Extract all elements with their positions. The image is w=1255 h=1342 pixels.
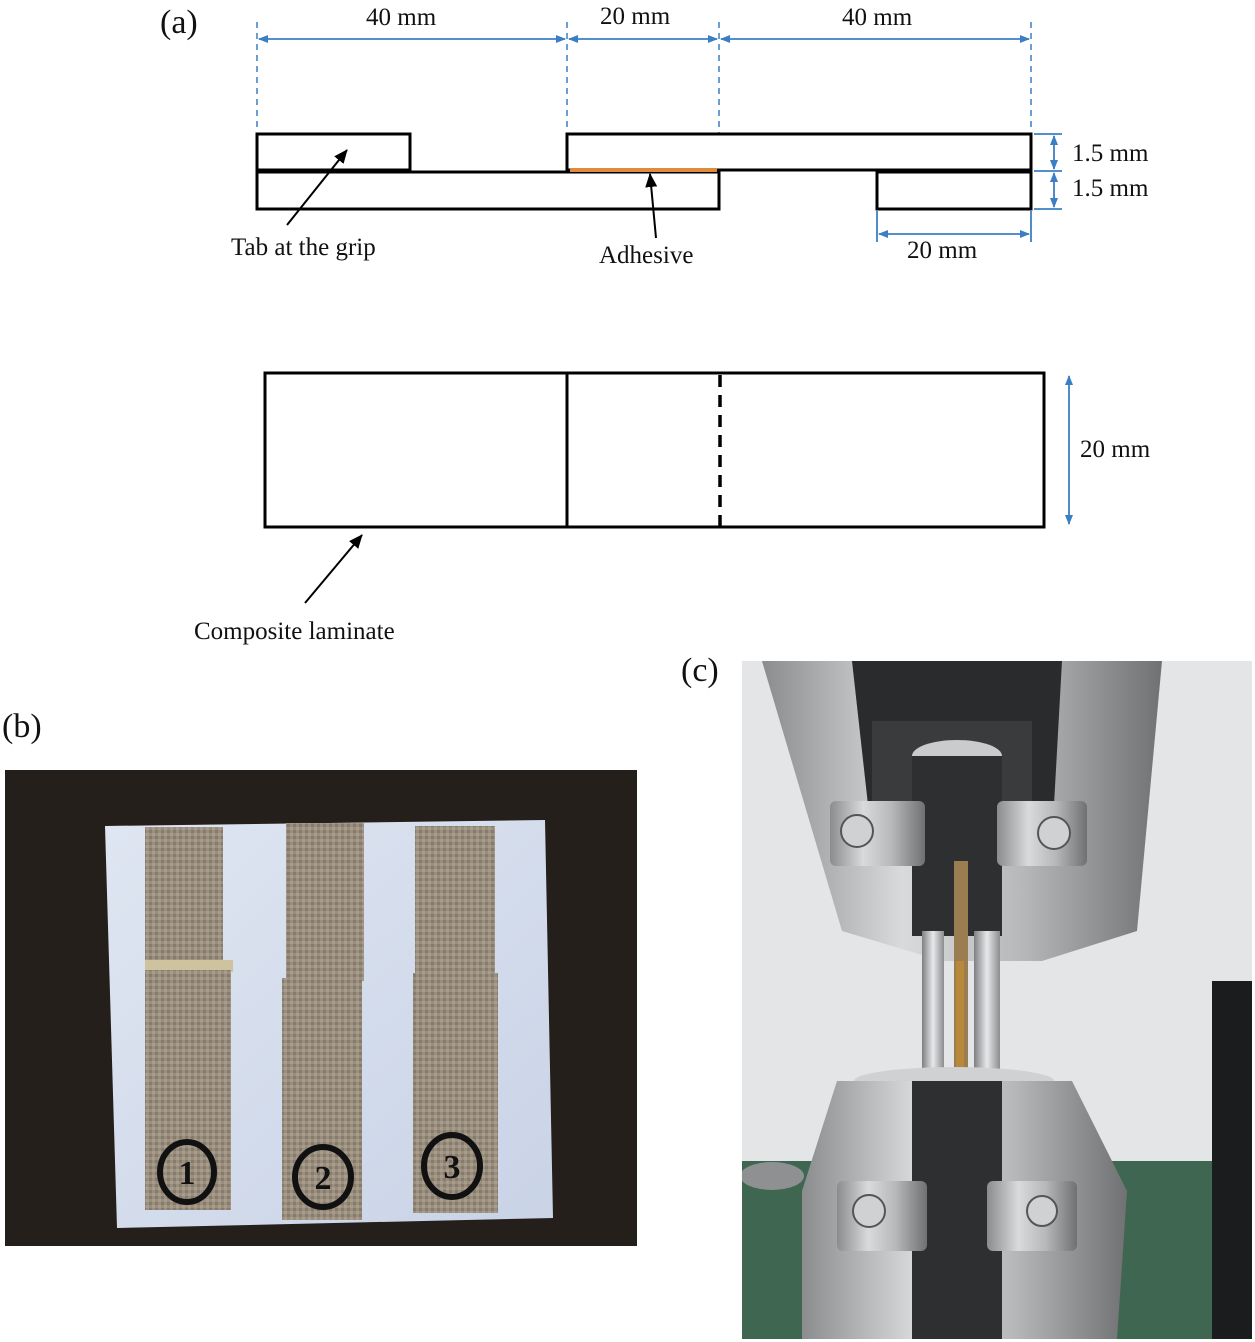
specimen-3-number: 3 <box>444 1149 461 1186</box>
panel-a-diagram <box>255 22 1073 604</box>
guide-rod-right <box>974 931 1000 1081</box>
top-view <box>263 371 1046 529</box>
upper-bolt-right <box>1037 816 1071 850</box>
specimen-2 <box>282 823 364 1220</box>
tab-pointer-arrow <box>286 149 348 226</box>
specimen-2-mark <box>292 1144 354 1210</box>
laminate-label: Composite laminate <box>194 618 395 645</box>
panel-b-label: (b) <box>2 708 42 745</box>
specimen-1-mark <box>157 1139 217 1205</box>
adherend-lower <box>255 170 721 211</box>
adhesive-pointer-arrow <box>645 173 658 239</box>
specimen-1 <box>145 827 233 1210</box>
thickness-bottom-label: 1.5 mm <box>1072 175 1149 202</box>
width-label: 20 mm <box>1080 436 1151 463</box>
lower-bolt-right <box>1026 1195 1058 1227</box>
tab-right <box>875 170 1033 211</box>
tab-length-label: 20 mm <box>907 237 978 264</box>
adhesive-label: Adhesive <box>599 242 694 269</box>
panel-a-label: (a) <box>160 4 198 41</box>
panel-c-photo <box>742 661 1252 1339</box>
side-view <box>255 132 1033 211</box>
thickness-top-label: 1.5 mm <box>1072 140 1149 167</box>
thickness-arrows <box>1034 133 1062 210</box>
tab-left <box>255 132 412 172</box>
laminate-pointer-arrow <box>304 534 363 604</box>
specimen-2-number: 2 <box>315 1160 332 1197</box>
adherend-upper <box>565 132 1033 172</box>
lower-bolt-left <box>852 1194 886 1228</box>
panel-b-photo: 1 2 3 <box>5 770 637 1246</box>
panel-c-label: (c) <box>681 652 719 689</box>
guide-rod-left <box>922 931 944 1081</box>
specimen-3-mark <box>421 1132 483 1200</box>
tab-length-arrow <box>876 211 1032 242</box>
dim-mid-label: 20 mm <box>600 3 671 30</box>
specimen-1-number: 1 <box>179 1155 196 1192</box>
dim-right-label: 40 mm <box>842 4 913 31</box>
dim-left-label: 40 mm <box>366 4 437 31</box>
upper-bolt-left <box>840 814 874 848</box>
laminate-outline <box>263 371 1046 529</box>
tab-label: Tab at the grip <box>231 234 376 261</box>
